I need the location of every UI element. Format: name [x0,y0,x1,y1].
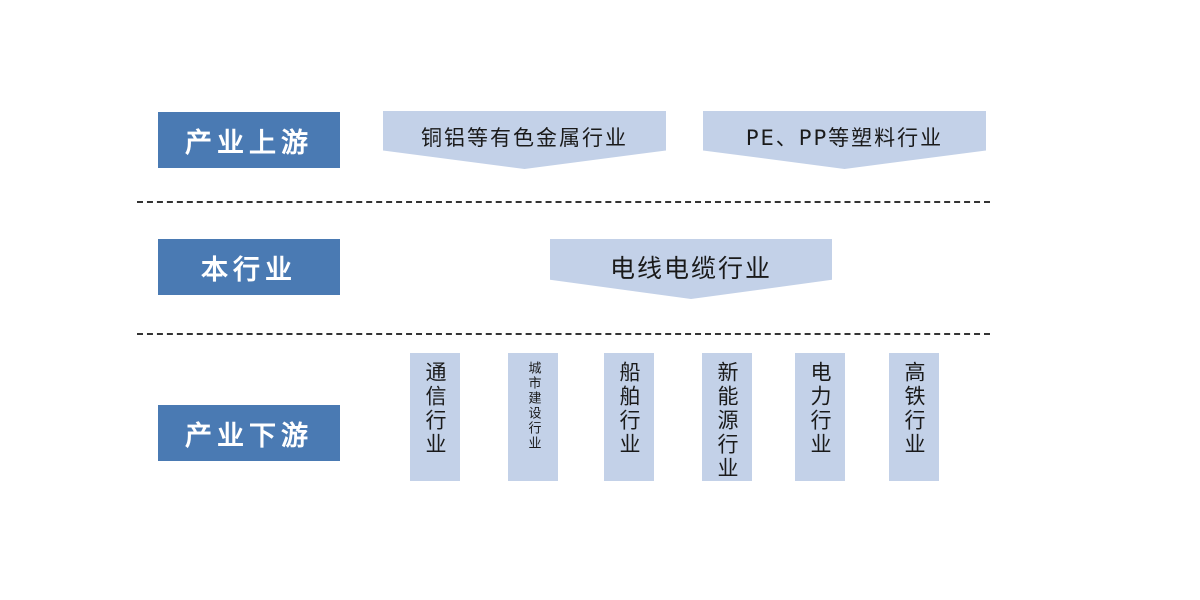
downstream-box-telecom: 通信行业 [410,353,460,481]
downstream-box-new-energy: 新能源行业 [702,353,752,481]
downstream-box-urban-construction: 城市建设行业 [508,353,558,481]
upstream-box-label: PE、PP等塑料行业 [745,126,944,150]
downstream-box-label: 新能源行业 [715,361,739,481]
industry-box-label: 电线电缆行业 [609,254,772,283]
tier-label-downstream: 产业下游 [158,405,340,461]
upstream-box-plastics: PE、PP等塑料行业 [703,111,986,169]
downstream-box-label: 高铁行业 [902,361,926,457]
upstream-box-label: 铜铝等有色金属行业 [421,126,628,150]
downstream-box-shipbuilding: 船舶行业 [604,353,654,481]
tier-label-industry: 本行业 [158,239,340,295]
dashed-divider-upper [137,201,990,203]
downstream-box-label: 船舶行业 [617,361,641,457]
downstream-box-power: 电力行业 [795,353,845,481]
tier-label-upstream: 产业上游 [158,112,340,168]
downstream-box-high-speed-rail: 高铁行业 [889,353,939,481]
downstream-box-label: 城市建设行业 [525,361,541,451]
dashed-divider-lower [137,333,990,335]
upstream-box-metals: 铜铝等有色金属行业 [383,111,666,169]
downstream-box-label: 电力行业 [808,361,832,457]
industry-box-cable: 电线电缆行业 [550,239,832,299]
downstream-box-label: 通信行业 [423,361,447,457]
